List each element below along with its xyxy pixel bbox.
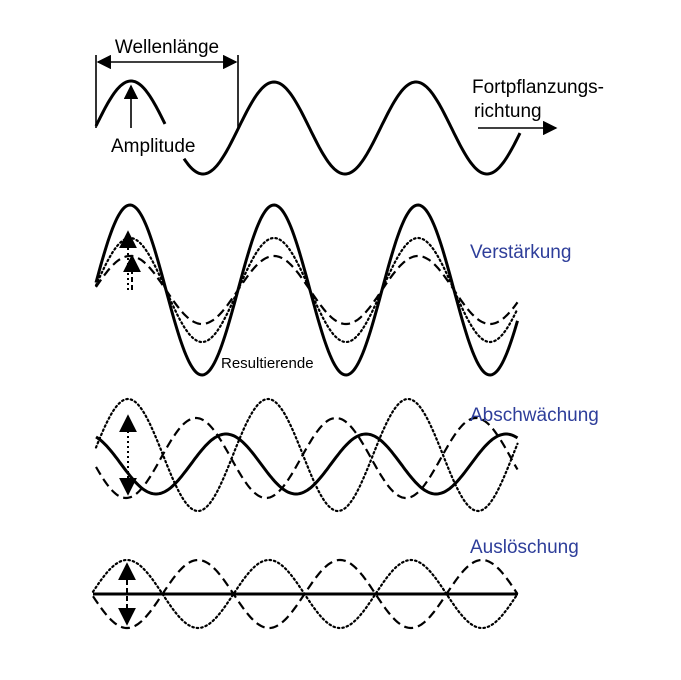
cancellation-label: Auslöschung (470, 537, 579, 558)
attenuation-label: Abschwächung (470, 405, 599, 426)
basic-wave (94, 79, 522, 176)
reinforcement-wave-resultant (94, 203, 519, 377)
attenuation-wave-resultant (95, 432, 519, 496)
propagation-label-line1: Fortpflanzungs- (472, 77, 604, 98)
attenuation-wave-dotted (94, 397, 519, 513)
reinforcement-label: Verstärkung (470, 242, 571, 263)
propagation-label-line2: richtung (474, 101, 542, 122)
amplitude-label: Amplitude (111, 136, 196, 157)
cancellation-panel: Auslöschung (91, 537, 579, 630)
attenuation-wave-dashed (95, 416, 519, 500)
basic-wave-panel: Wellenlänge Amplitude Fortpflanzungs- ri… (94, 37, 604, 176)
resultant-label: Resultierende (221, 355, 314, 372)
attenuation-panel: Abschwächung (94, 397, 599, 513)
reinforcement-panel: Verstärkung Resultierende (94, 203, 571, 377)
wavelength-label: Wellenlänge (115, 37, 219, 58)
